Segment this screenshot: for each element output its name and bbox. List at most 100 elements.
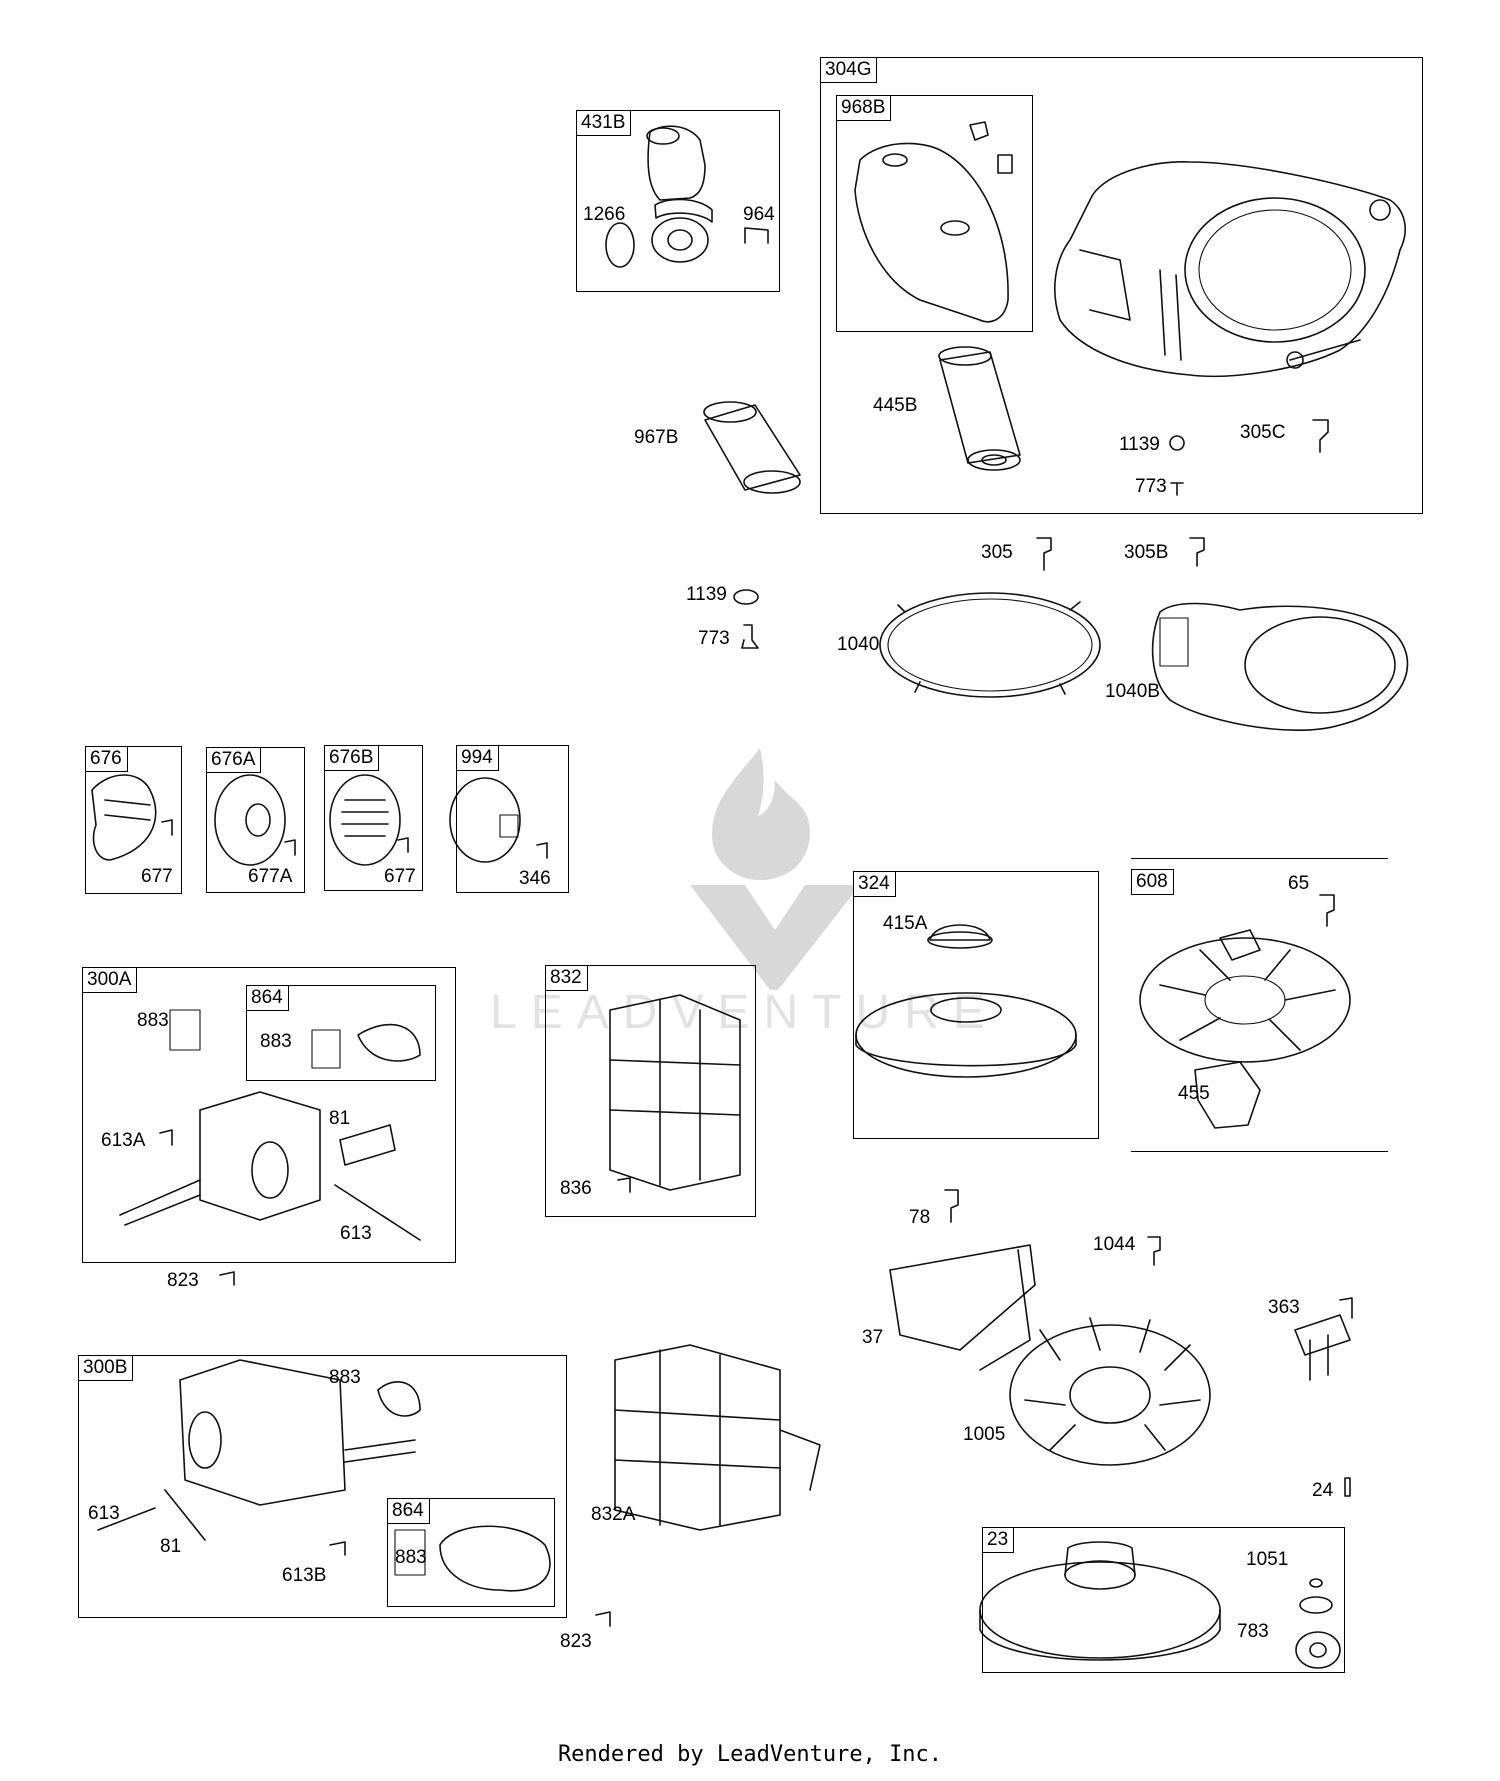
box-label-864-upper: 864 [246,985,289,1011]
callout-613B: 613B [282,1565,327,1586]
callout-65: 65 [1288,873,1310,894]
screw-305-drawing [1036,537,1052,571]
callout-305C: 305C [1240,422,1286,443]
box-23: 23 [982,1527,1345,1673]
callout-773-upper: 773 [1135,476,1167,497]
callout-305B: 305B [1124,542,1169,563]
box-label-994: 994 [456,745,499,771]
callout-24: 24 [1312,1480,1334,1501]
callout-81-b: 81 [160,1536,182,1557]
callout-1005: 1005 [963,1424,1006,1445]
section-608-bottom-rule [1131,1151,1388,1152]
box-label-608: 608 [1131,869,1174,895]
box-304G: 304G [820,57,1423,514]
box-864-upper: 864 [246,985,436,1081]
box-label-864-lower: 864 [387,1498,430,1524]
box-label-304G: 304G [820,57,878,83]
box-300A: 300A [82,967,456,1263]
callout-677A: 677A [248,866,293,887]
callout-1051: 1051 [1246,1549,1289,1570]
elbow-intake-drawing [605,125,769,268]
box-832: 832 [545,965,756,1217]
callout-883-d: 883 [395,1547,427,1568]
callout-37: 37 [862,1327,884,1348]
box-label-300B: 300B [78,1355,134,1381]
box-864-lower: 864 [387,1498,555,1607]
callout-832A: 832A [591,1504,636,1525]
box-label-324: 324 [853,871,896,897]
callout-783: 783 [1237,1621,1269,1642]
filter-445B-drawing [938,346,1021,471]
callout-823-a: 823 [167,1270,199,1291]
heat-shield-832-drawing [609,994,741,1193]
guard-676B-drawing [329,774,409,866]
flywheel-23-drawing [979,1541,1341,1669]
callout-445B: 445B [873,395,918,416]
callout-613-b: 613 [88,1503,120,1524]
blower-housing-drawing [1054,161,1406,378]
key-24-drawing [1344,1477,1351,1497]
callout-613A: 613A [101,1130,146,1151]
shroud-1040B-drawing [1151,602,1409,731]
watermark-text: LEADVENTURE [490,986,999,1039]
muffler-300B-drawing [97,1359,551,1592]
callout-823-b: 823 [560,1631,592,1652]
guard-994-drawing [449,777,548,863]
callout-836: 836 [560,1178,592,1199]
callout-1044: 1044 [1093,1234,1136,1255]
callout-415A: 415A [883,913,928,934]
filter-967B-drawing [703,401,801,494]
callout-1139-lower: 1139 [686,584,727,605]
callout-773-lower: 773 [698,628,730,649]
box-label-676B: 676B [324,745,380,771]
box-label-23: 23 [982,1527,1015,1553]
callout-1139-upper: 1139 [1119,434,1160,455]
callout-964: 964 [743,204,775,225]
box-431B: 431B [576,110,780,292]
callout-967B: 967B [634,427,679,448]
heat-shield-832A-drawing [595,1344,821,1627]
callout-1266: 1266 [583,204,626,225]
callout-363: 363 [1268,1297,1300,1318]
callout-1040B: 1040B [1105,681,1160,702]
box-label-968B: 968B [836,95,892,121]
callout-346: 346 [519,868,551,889]
callout-883-a: 883 [137,1010,169,1031]
box-label-676A: 676A [206,747,262,773]
guard-676-drawing [91,774,173,861]
callout-78: 78 [909,1207,931,1228]
screw-305B-drawing [1189,537,1205,567]
box-324: 324 [853,871,1099,1139]
box-994: 994 [456,745,569,893]
callout-677-a: 677 [141,866,173,887]
bracket-363-drawing [1294,1297,1353,1381]
callout-613-a: 613 [340,1223,372,1244]
box-label-431B: 431B [576,110,632,136]
ring-1040-drawing [879,592,1101,698]
flywheel-1005-drawing [1009,1317,1211,1466]
callout-305: 305 [981,542,1013,563]
callout-883-b: 883 [260,1031,292,1052]
cup-324-drawing [855,924,1077,1078]
section-608-top-rule [1131,858,1388,859]
box-676B: 676B [324,745,423,891]
callout-455: 455 [1178,1083,1210,1104]
callout-677-b: 677 [384,866,416,887]
box-300B: 300B [78,1355,567,1618]
box-label-300A: 300A [82,967,138,993]
rewind-starter-drawing [1139,894,1351,1129]
callout-1040: 1040 [837,634,880,655]
rendered-by-footer: Rendered by LeadVenture, Inc. [557,1742,943,1767]
box-label-832: 832 [545,965,588,991]
guard-676A-drawing [214,774,296,866]
callout-883-c: 883 [329,1367,361,1388]
baffle-37-drawing [889,1244,1036,1371]
muffler-300A-drawing [119,1009,421,1286]
callout-81-a: 81 [329,1108,351,1129]
box-676: 676 [85,746,182,894]
box-label-676: 676 [85,746,128,772]
air-cleaner-cover-drawing [854,121,1013,323]
